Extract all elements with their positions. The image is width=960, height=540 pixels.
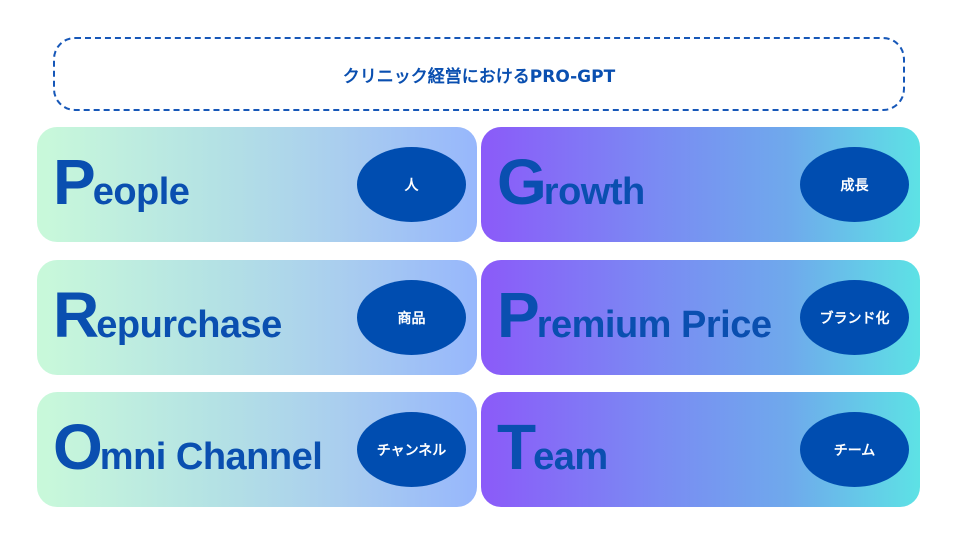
word-rest: eople <box>92 171 190 213</box>
word-rest: mni Channel <box>99 436 323 478</box>
card-repurchase: Repurchase 商品 <box>37 260 477 375</box>
tag-pill: チーム <box>800 412 909 487</box>
card-premium-price: Premium Price ブランド化 <box>481 260 920 375</box>
card-word: People <box>53 150 190 214</box>
card-word: Growth <box>497 150 645 214</box>
tag-pill: チャンネル <box>357 412 466 487</box>
tag-pill: 商品 <box>357 280 466 355</box>
card-omni-channel: Omni Channel チャンネル <box>37 392 477 507</box>
card-people: People 人 <box>37 127 477 242</box>
word-rest: epurchase <box>96 304 282 346</box>
card-team: Team チーム <box>481 392 920 507</box>
initial-letter: R <box>53 279 99 351</box>
card-word: Premium Price <box>497 283 772 347</box>
initial-letter: P <box>53 146 96 218</box>
title-box: クリニック経営におけるPRO-GPT <box>53 37 905 111</box>
initial-letter: O <box>53 411 103 483</box>
word-rest: eam <box>533 436 608 478</box>
card-word: Repurchase <box>53 283 282 347</box>
tag-pill: 人 <box>357 147 466 222</box>
word-rest: remium Price <box>536 304 772 346</box>
initial-letter: G <box>497 146 547 218</box>
word-rest: rowth <box>543 171 645 213</box>
card-word: Omni Channel <box>53 415 323 479</box>
page-title: クリニック経営におけるPRO-GPT <box>342 66 616 87</box>
tag-pill: 成長 <box>800 147 909 222</box>
initial-letter: P <box>497 279 540 351</box>
initial-letter: T <box>497 411 536 483</box>
card-growth: Growth 成長 <box>481 127 920 242</box>
card-word: Team <box>497 415 608 479</box>
tag-pill: ブランド化 <box>800 280 909 355</box>
